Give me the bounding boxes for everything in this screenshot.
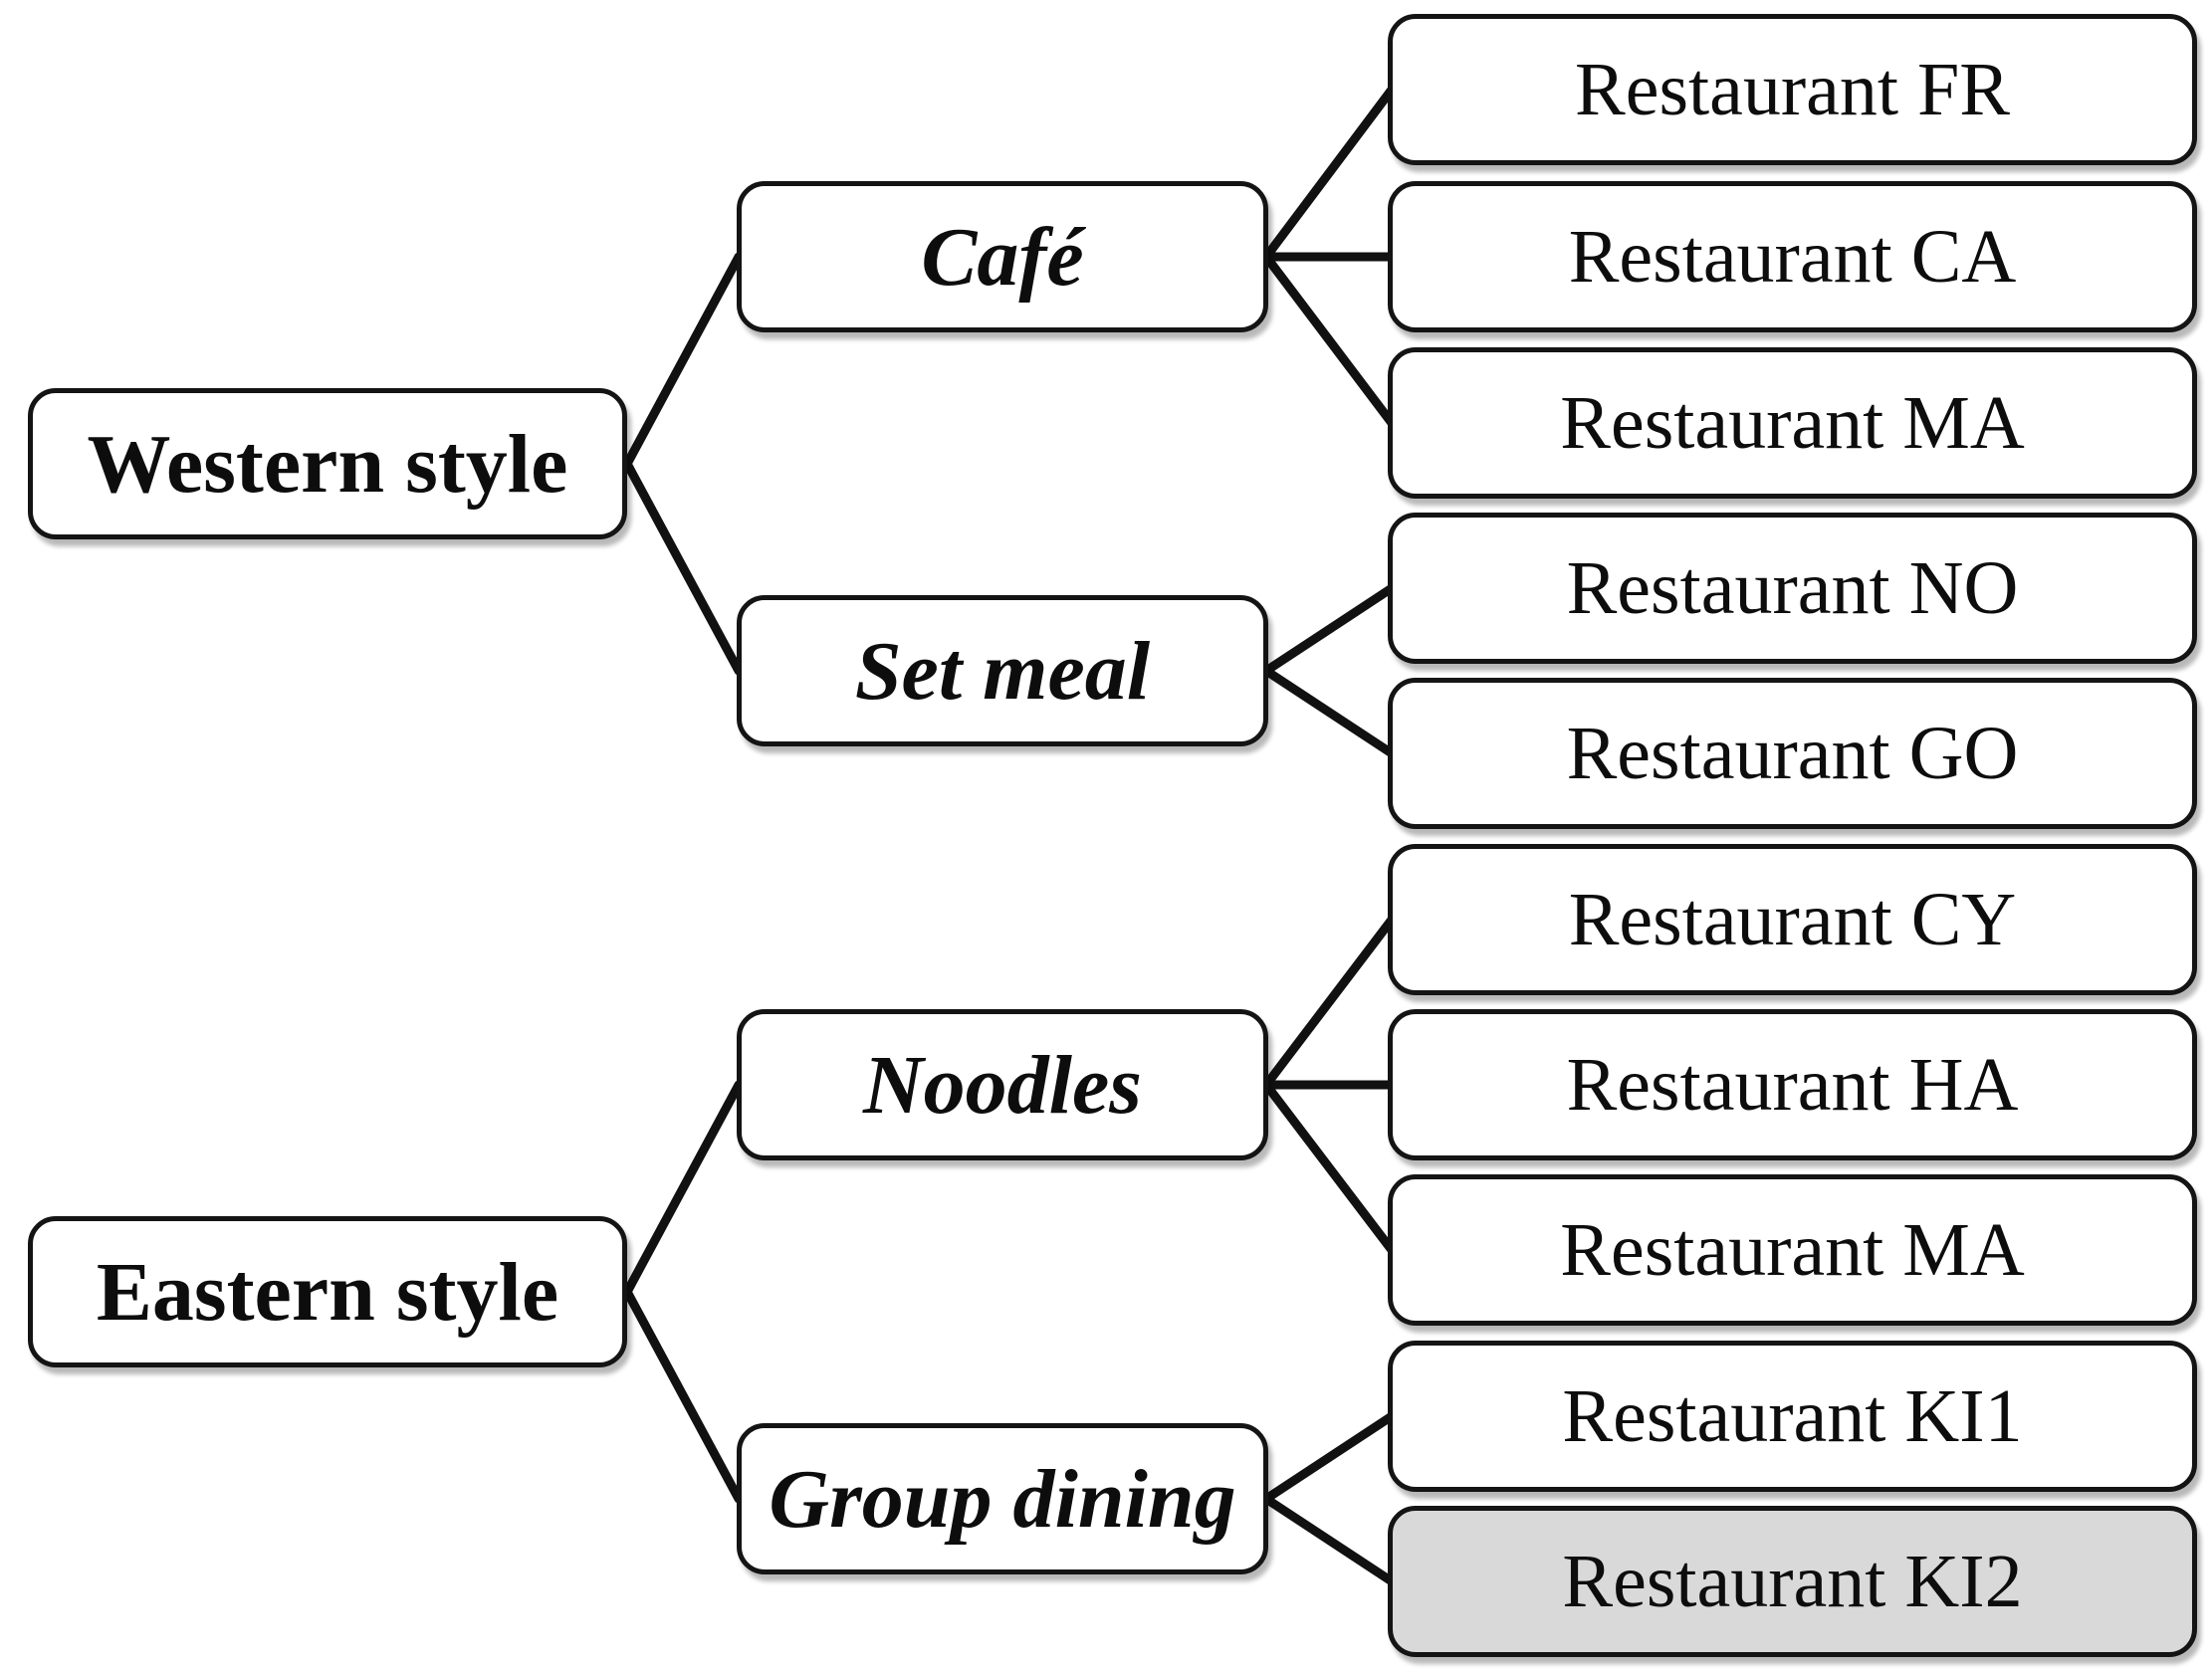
connector-set-meal-go [1261,666,1397,758]
node-label: Restaurant KI2 [1562,1539,2023,1623]
node-label: Restaurant MA [1560,380,2025,465]
node-restaurant-cy: Restaurant CY [1388,844,2197,995]
connector-cafe-fr [1261,85,1397,262]
node-group-dining: Group dining [737,1423,1268,1574]
node-restaurant-ha: Restaurant HA [1388,1009,2197,1160]
node-label: Restaurant FR [1575,47,2010,131]
connector-group-dining-ki1 [1261,1411,1397,1504]
node-eastern-style: Eastern style [28,1216,627,1367]
node-restaurant-no: Restaurant NO [1388,513,2197,664]
node-restaurant-ma-2: Restaurant MA [1388,1174,2197,1326]
node-label: Café [921,210,1084,304]
node-restaurant-ki1: Restaurant KI1 [1388,1341,2197,1492]
connector-eastern-group-dining [622,1287,744,1504]
node-label: Restaurant HA [1566,1042,2019,1127]
connector-cafe-ma [1261,252,1397,428]
node-label: Western style [87,417,568,511]
node-label: Restaurant NO [1566,545,2019,630]
connector-noodles-cy [1261,915,1397,1090]
node-label: Restaurant MA [1560,1207,2025,1292]
node-label: Noodles [863,1038,1142,1132]
connector-set-meal-no [1261,583,1397,676]
node-label: Group dining [769,1452,1236,1546]
node-label: Eastern style [96,1245,559,1339]
connector-group-dining-ki2 [1261,1494,1397,1586]
connector-noodles-ma [1261,1080,1397,1255]
node-noodles: Noodles [737,1009,1268,1160]
node-restaurant-go: Restaurant GO [1388,678,2197,829]
node-label: Set meal [854,624,1151,718]
node-cafe: Café [737,181,1268,332]
node-label: Restaurant CA [1568,214,2017,299]
node-label: Restaurant CY [1568,877,2017,961]
connector-eastern-noodles [622,1080,744,1297]
node-label: Restaurant KI1 [1562,1373,2023,1458]
connector-western-set-meal [622,459,744,676]
node-set-meal: Set meal [737,595,1268,746]
node-label: Restaurant GO [1566,711,2019,795]
node-western-style: Western style [28,388,627,539]
node-restaurant-ki2: Restaurant KI2 [1388,1506,2197,1657]
node-restaurant-fr: Restaurant FR [1388,14,2197,165]
node-restaurant-ma-1: Restaurant MA [1388,347,2197,499]
connector-western-cafe [622,252,744,469]
node-restaurant-ca: Restaurant CA [1388,181,2197,332]
